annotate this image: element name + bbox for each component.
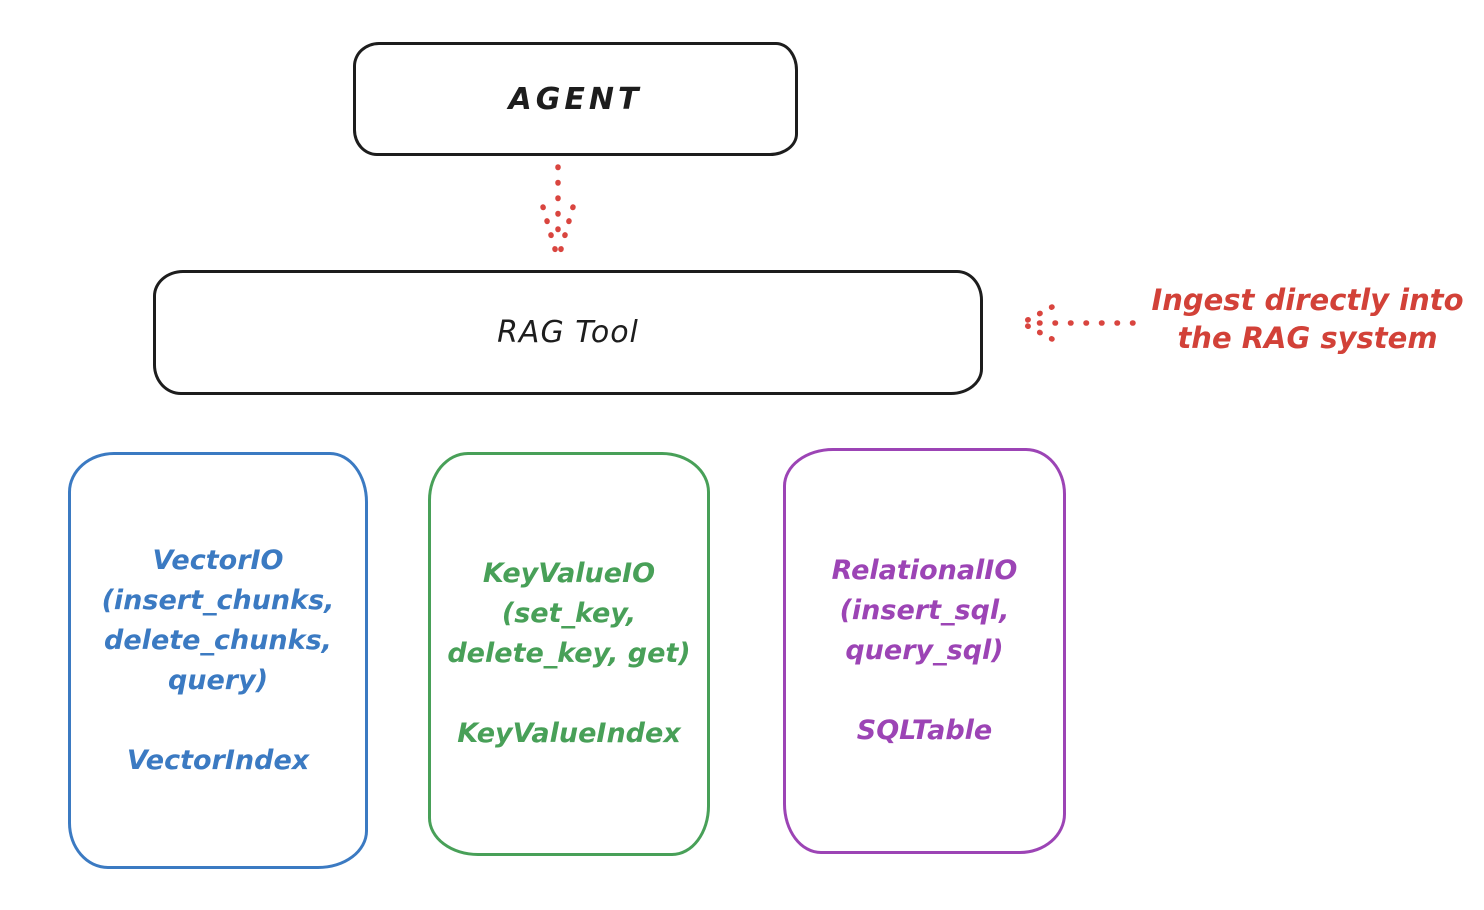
box-text-line: (insert_chunks,	[101, 584, 335, 616]
dotted-arrow-down-icon	[540, 164, 576, 259]
sql-table-label: SQLTable	[856, 715, 993, 746]
keyvalue-index-label: KeyValueIndex	[457, 718, 681, 749]
vector-io-box: VectorIO (insert_chunks, delete_chunks, …	[68, 452, 368, 869]
relational-io-box: RelationalIO (insert_sql, query_sql) SQL…	[783, 448, 1066, 854]
rag-tool-box: RAG Tool	[153, 270, 983, 395]
box-text-line: (insert_sql,	[839, 595, 1010, 626]
box-text-line: query)	[167, 664, 269, 696]
box-text-line: delete_key, get)	[447, 638, 691, 669]
annotation-line-2: the RAG system	[1177, 321, 1438, 355]
dotted-arrow-left-icon	[1019, 304, 1136, 342]
annotation-line-1: Ingest directly into	[1151, 283, 1464, 317]
box-text-line: RelationalIO	[831, 555, 1018, 586]
box-text-line: VectorIO	[152, 544, 284, 576]
agent-box: AGENT	[353, 42, 798, 156]
box-text-line: (set_key,	[501, 598, 637, 629]
box-text-line: KeyValueIO	[482, 558, 656, 589]
box-text-line: query_sql)	[845, 635, 1004, 666]
agent-label: AGENT	[508, 81, 643, 117]
vector-index-label: VectorIndex	[126, 744, 310, 776]
annotation-text: Ingest directly into the RAG system	[1135, 281, 1480, 357]
box-text-line: delete_chunks,	[104, 624, 332, 656]
keyvalue-io-box: KeyValueIO (set_key, delete_key, get) Ke…	[428, 452, 710, 856]
rag-tool-label: RAG Tool	[497, 315, 639, 350]
